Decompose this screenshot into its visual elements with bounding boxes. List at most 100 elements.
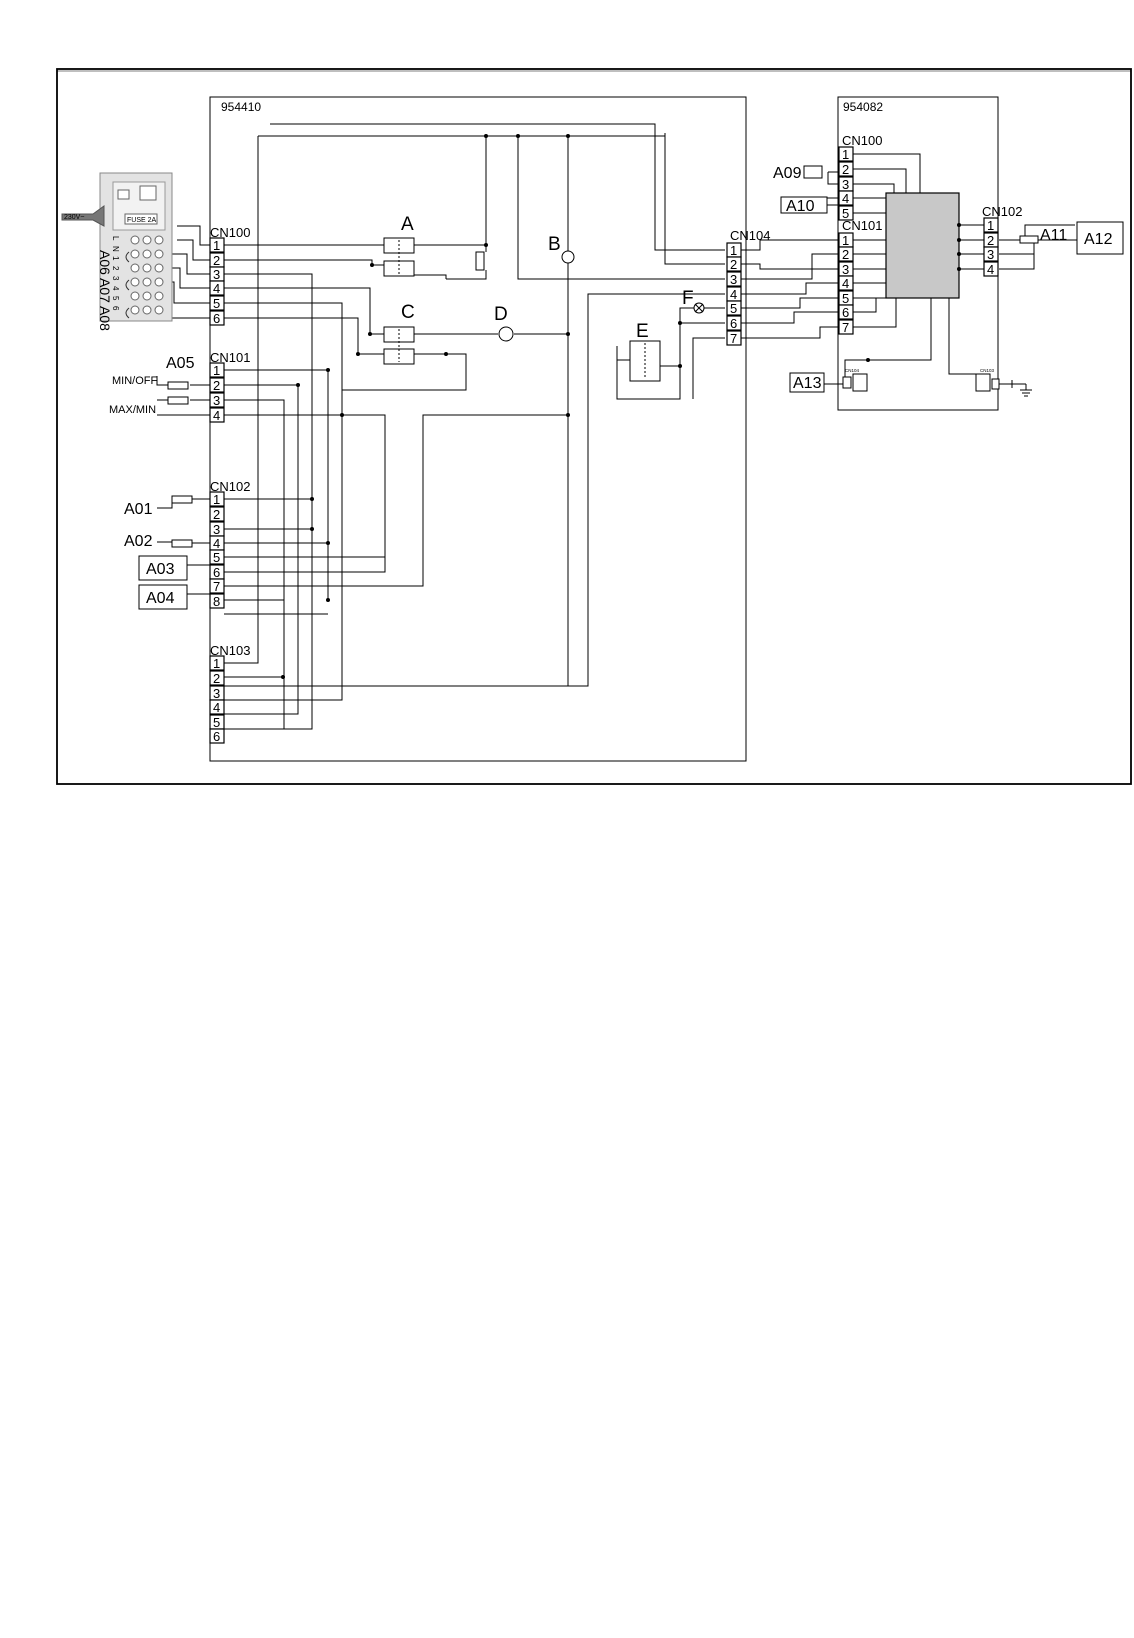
switch-e: E [629,321,661,382]
control-connector-cn100: CN100 1 2 3 4 5 [838,133,882,221]
pin-label: 1 [987,218,994,233]
plug-icon [61,205,105,227]
pin-label: 2 [213,507,220,522]
pin-label: 8 [213,594,220,609]
pin-label: 1 [842,233,849,248]
pin-label: 1 [213,363,220,378]
pin-label: 6 [730,316,737,331]
pin-label: 1 [213,656,220,671]
connector-label: CN100 [842,133,882,148]
pin-label: 5 [213,715,220,730]
pin-label: 3 [842,262,849,277]
control-connector-cn101: CN101 1 2 3 4 5 6 7 [838,218,882,335]
pin-label: 4 [842,276,849,291]
pin-label: 1 [842,147,849,162]
label-a07: A07 [97,278,113,303]
label-a01: A01 [124,501,153,518]
pin-label: 2 [213,253,220,268]
terminal-label-3: 3 [111,276,120,281]
pin-label: 3 [213,686,220,701]
component-label: B [548,234,561,255]
pin-label: 7 [842,320,849,335]
label-a06: A06 [97,250,113,275]
pin-label: 2 [987,233,994,248]
pin-label: 1 [213,238,220,253]
pin-label: 6 [842,305,849,320]
pin-label: 5 [842,206,849,221]
pin-label: 5 [213,550,220,565]
pin-label: 4 [213,281,220,296]
inline-switches [167,165,1039,548]
label-a05: A05 [166,355,195,372]
component-label: C [401,302,415,323]
pin-label: 1 [213,492,220,507]
connector-label: CN100 [210,225,250,240]
connector-label: CN103 [210,643,250,658]
label-a09: A09 [773,165,802,182]
component-label: E [636,321,649,342]
label-a12: A12 [1084,231,1113,248]
svg-text:CN104: CN104 [845,368,860,373]
pin-label: 6 [213,311,220,326]
pin-label: 3 [730,272,737,287]
svg-text:CN103: CN103 [980,368,995,373]
terminal-label-l: L [111,236,120,241]
pin-label: 4 [213,408,220,423]
pin-label: 2 [213,671,220,686]
terminal-label-4: 4 [111,286,120,291]
connector-cn102: CN102 1 2 3 4 5 6 7 8 [209,479,250,609]
label-a11: A11 [1040,227,1067,244]
supply-voltage: 230V~ [64,214,84,221]
junction-dots [281,134,961,679]
terminal-label-6: 6 [111,306,120,311]
pin-label: 3 [213,393,220,408]
pin-label: 2 [842,162,849,177]
terminal-label-1: 1 [111,256,120,261]
label-a13: A13 [793,375,822,392]
pin-label: 3 [987,247,994,262]
pin-label: 6 [213,729,220,744]
pin-label: 5 [730,301,737,316]
label-min-off: MIN/OFF [112,375,157,387]
pin-label: 7 [213,579,220,594]
fuse-label: FUSE 2A [127,217,157,224]
connector-cn103: CN103 1 2 3 4 5 6 [209,643,250,744]
pin-label: 7 [730,331,737,346]
pump-d: D [494,304,514,342]
label-a03: A03 [146,561,175,578]
label-a10: A10 [786,198,815,215]
pin-label: 4 [842,191,849,206]
pin-label: 6 [213,565,220,580]
connector-label: CN102 [982,204,1022,219]
pin-label: 3 [213,267,220,282]
microcontroller-chip [885,192,960,299]
connector-label: CN104 [730,228,770,243]
pin-label: 4 [213,700,220,715]
diagram-frame [56,68,1132,785]
motor-b: B [548,234,575,264]
control-connector-cn104: CN104 [842,368,868,392]
connector-label: CN102 [210,479,250,494]
terminal-label-n: N [111,246,120,252]
connector-label: CN101 [842,218,882,233]
supply-terminal-block: FUSE 2A L N 1 2 3 4 5 6 A06 A07 A08 [61,172,173,331]
connector-cn101: CN101 1 2 3 4 [209,350,250,423]
control-board-code: 954082 [843,100,883,114]
pin-label: 2 [842,247,849,262]
connector-label: CN101 [210,350,250,365]
label-max-min: MAX/MIN [109,404,156,416]
label-a08: A08 [97,306,113,331]
pin-label: 3 [213,522,220,537]
label-a02: A02 [124,533,153,550]
pin-label: 4 [730,287,737,302]
pin-label: 4 [987,262,994,277]
pin-label: 2 [213,378,220,393]
switch-c: C [383,302,415,365]
main-board-code: 954410 [221,100,261,114]
control-connector-cn102: CN102 1 2 3 4 [982,204,1022,277]
component-label: A [401,214,414,235]
component-label: D [494,304,508,325]
terminal-label-5: 5 [111,296,120,301]
connector-cn100: CN100 1 2 3 4 5 6 [209,225,250,326]
